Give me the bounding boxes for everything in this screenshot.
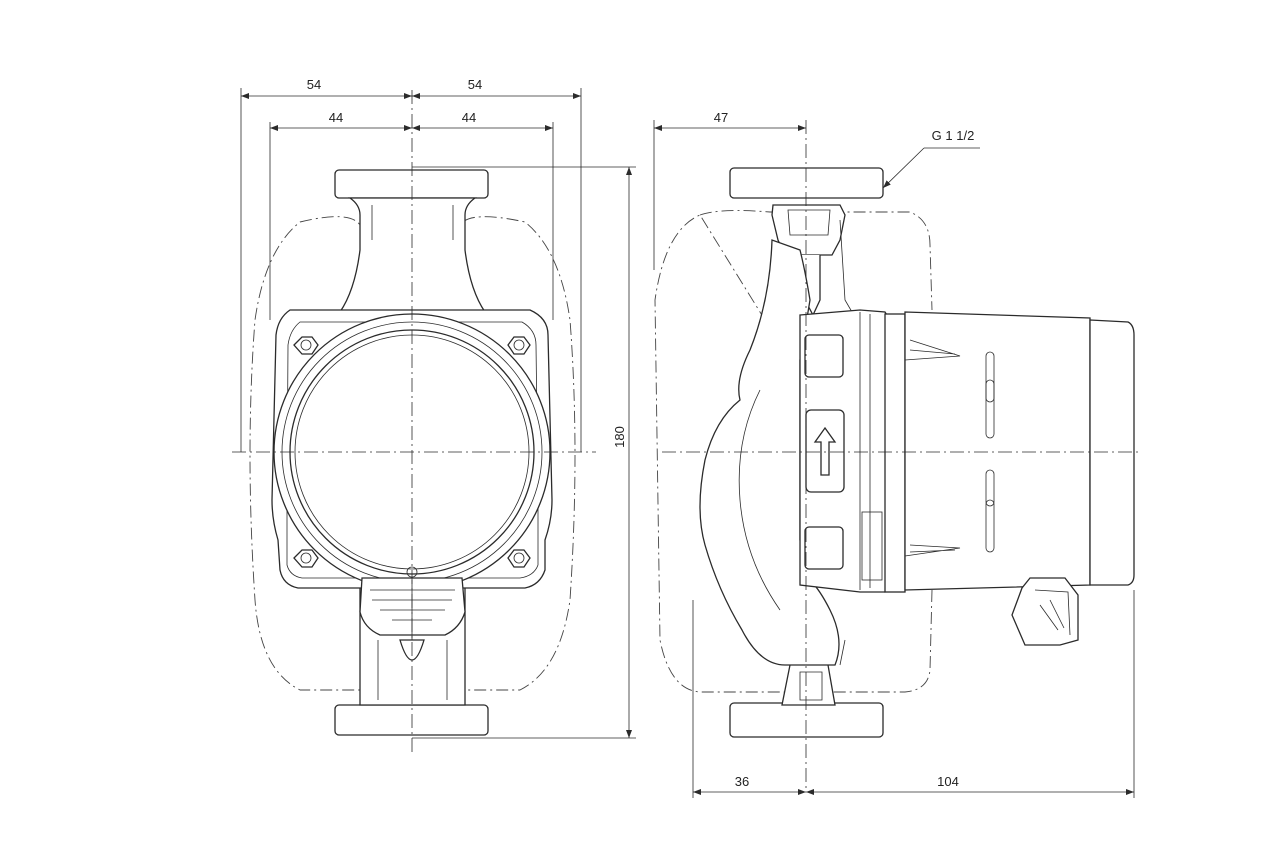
dim-54-right: 54 [468,77,482,92]
front-bolt-bottom-left [293,549,319,568]
front-envelope-outline [249,209,576,691]
dim-54-left: 54 [307,77,321,92]
side-bottom-clip [804,526,844,570]
front-bolt-top-right [507,336,531,355]
side-motor-can [904,311,1091,591]
dim-180: 180 [612,426,627,448]
front-bottom-flange [334,704,489,736]
side-view [654,167,1135,738]
front-bolt-top-left [293,336,319,355]
side-top-flange [729,167,884,199]
dim-36: 36 [735,774,749,789]
front-top-flange [334,169,489,199]
dim-104: 104 [937,774,959,789]
front-view [249,169,576,736]
dim-47: 47 [714,110,728,125]
thread-callout-label: G 1 1/2 [932,128,975,143]
side-bottom-flange [729,702,884,738]
side-motor-endcap [1089,319,1135,586]
front-dimensions: 54 54 44 44 180 [240,77,636,739]
dim-44-left: 44 [329,110,343,125]
side-envelope-outline [654,210,933,693]
side-top-clip [804,334,844,378]
dim-44-right: 44 [462,110,476,125]
front-terminal-box [359,577,466,636]
side-dimensions: 47 36 104 G 1 1/2 [653,110,1135,798]
flow-direction-arrow-icon [813,426,837,476]
front-bolt-bottom-right [507,549,531,568]
